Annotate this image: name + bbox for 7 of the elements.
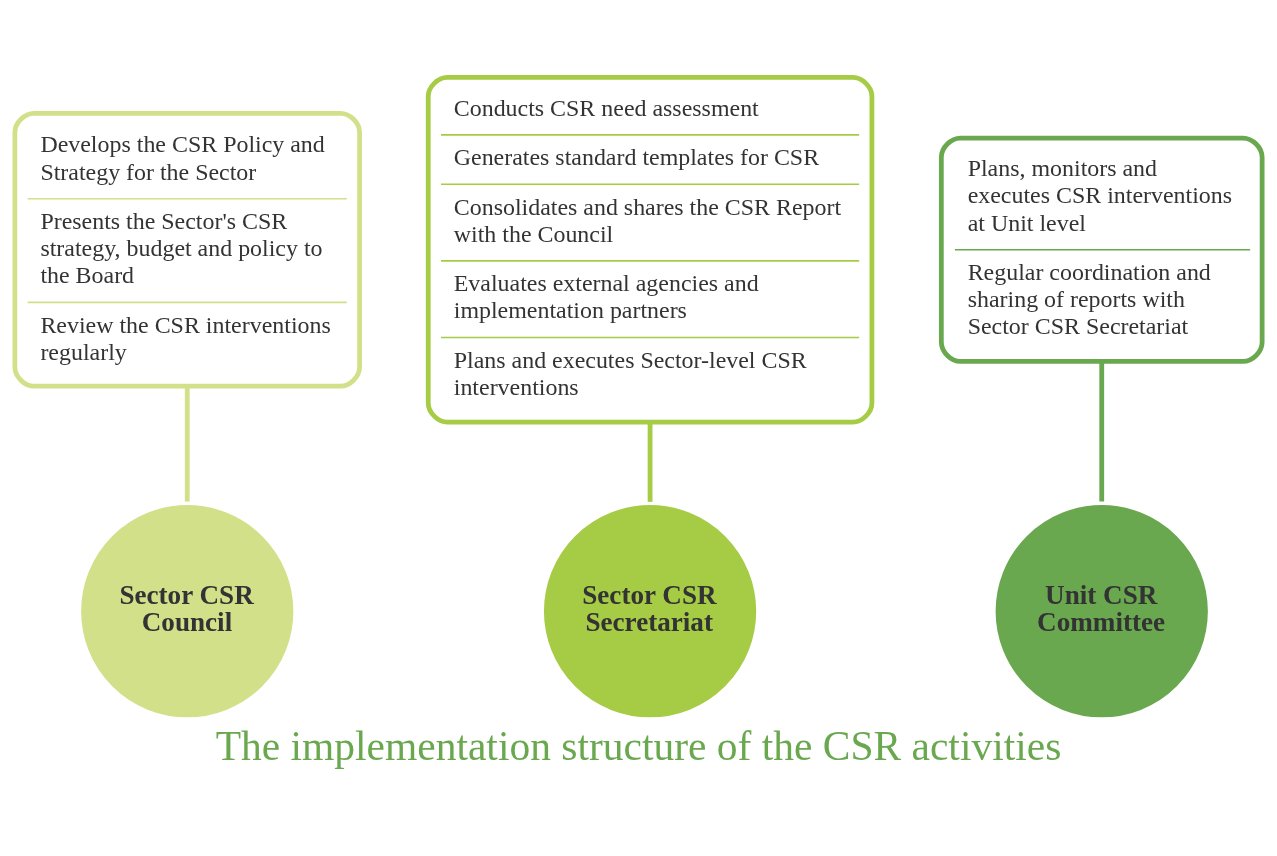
node-box: Conducts CSR need assessment Generates standard templates for CSR Consolidates and shares the CSR Report with the Council Evaluates external agencies and implementation partners Plans and executes Sector-level CSR interventions	[425, 74, 875, 424]
connector	[184, 385, 190, 502]
diagram-title: The implementation structure of the CSR activities	[215, 722, 1062, 769]
connector	[1099, 361, 1105, 501]
node-box: Develops the CSR Policy and Strategy for the Sector Presents the Sector's CSR strategy, budget and policy to the Board Review the CSR interventions regularly	[12, 110, 362, 389]
node-box: Plans, monitors and executes CSR interventions at Unit level Regular coordination and sharing of reports with Sector CSR Secretariat	[938, 135, 1265, 364]
connector	[647, 422, 653, 502]
